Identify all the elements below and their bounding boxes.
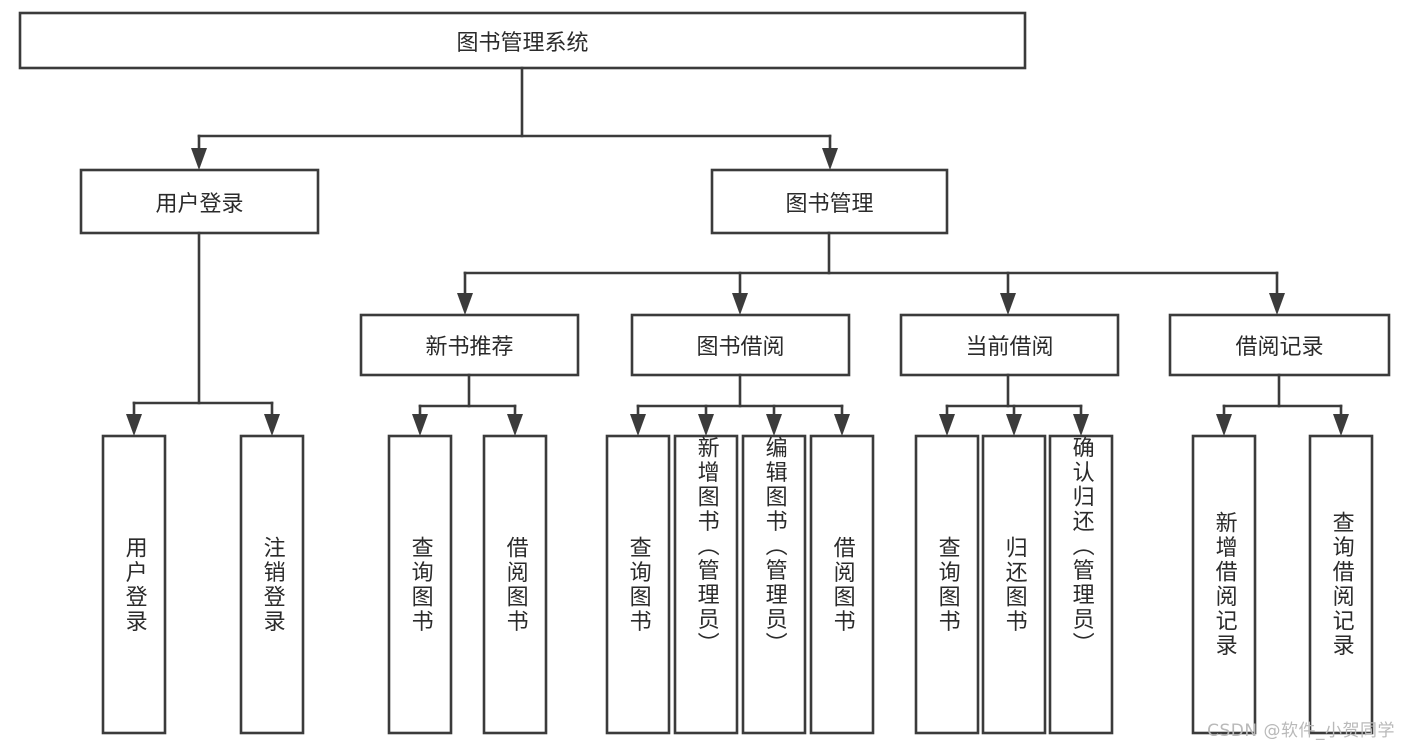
leaf-book-borrow-3[interactable]	[809, 434, 875, 735]
watermark: CSDN @软件_小贺同学	[1207, 721, 1395, 741]
node-new-book-recommend[interactable]	[359, 313, 580, 377]
node-user-login[interactable]	[79, 168, 320, 235]
connector-new-book-recommend-to-leaves	[412, 373, 523, 436]
node-borrow-record[interactable]	[1168, 313, 1391, 377]
connector-current-borrow-to-leaves	[939, 373, 1089, 436]
connector-root-to-level2	[191, 66, 838, 170]
leaf-current-borrow-1[interactable]	[981, 434, 1047, 735]
leaf-book-borrow-2[interactable]	[741, 434, 807, 735]
connector-borrow-record-to-leaves	[1216, 373, 1349, 436]
leaf-user-login-1[interactable]	[239, 434, 305, 735]
node-book-borrow[interactable]	[630, 313, 851, 377]
leaf-user-login-0[interactable]	[101, 434, 167, 735]
node-root[interactable]	[18, 11, 1027, 70]
leaf-current-borrow-2[interactable]	[1048, 434, 1114, 735]
connector-book-management-to-level3	[457, 231, 1285, 315]
connector-user-login-to-leaves	[126, 231, 280, 436]
connector-book-borrow-to-leaves	[630, 373, 850, 436]
leaf-new-book-recommend-1[interactable]	[482, 434, 548, 735]
node-book-management[interactable]	[710, 168, 949, 235]
leaf-book-borrow-1[interactable]	[673, 434, 739, 735]
leaf-current-borrow-0[interactable]	[914, 434, 980, 735]
leaf-borrow-record-1[interactable]	[1308, 434, 1374, 735]
leaf-new-book-recommend-0[interactable]	[387, 434, 453, 735]
leaf-book-borrow-0[interactable]	[605, 434, 671, 735]
node-current-borrow[interactable]	[899, 313, 1120, 377]
leaf-borrow-record-0[interactable]	[1191, 434, 1257, 735]
